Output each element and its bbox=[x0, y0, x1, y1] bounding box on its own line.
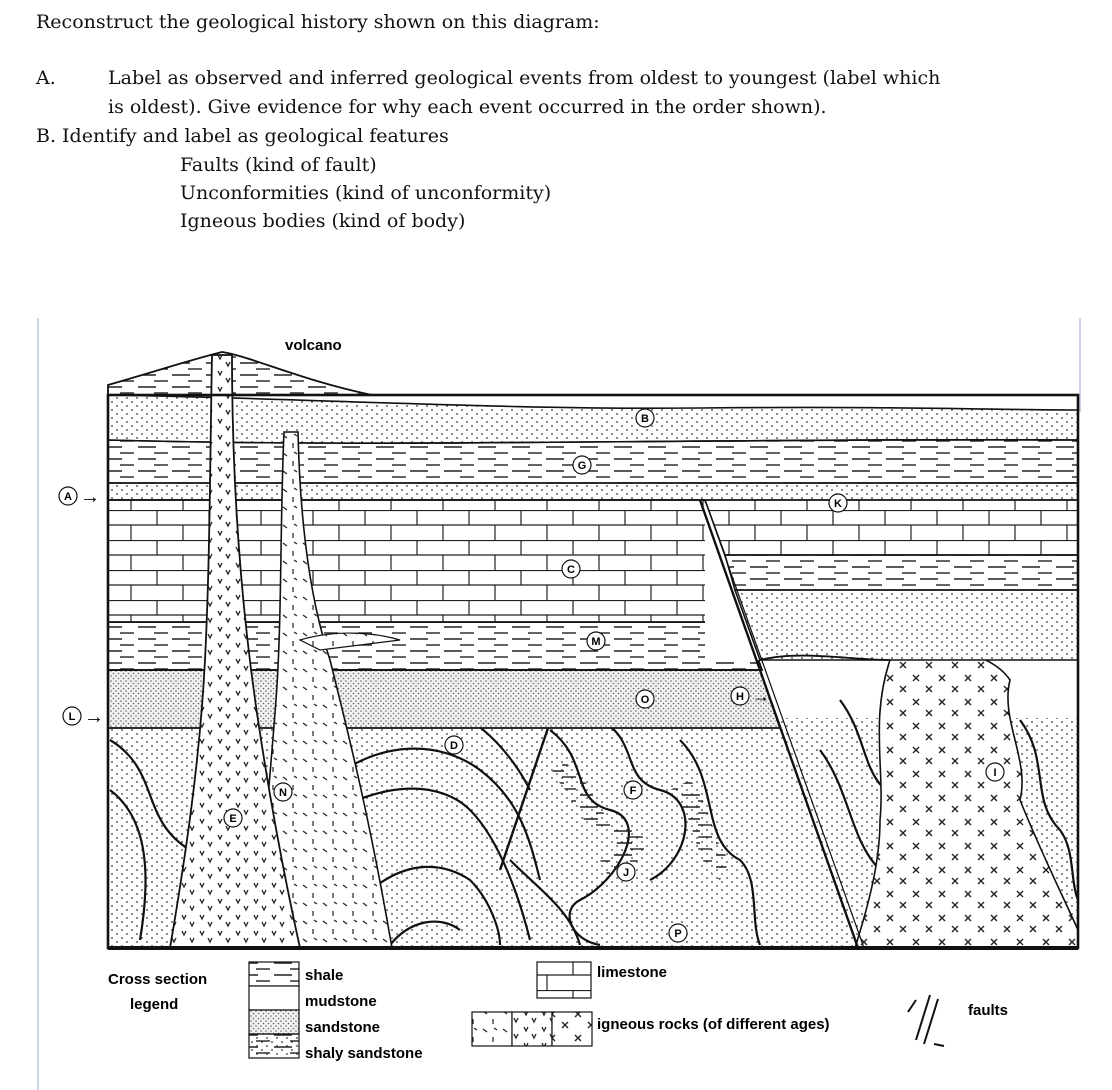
sandstone-layer-k bbox=[107, 482, 1079, 501]
label-g: G bbox=[578, 460, 587, 472]
part-a-line-2: is oldest). Give evidence for why each e… bbox=[108, 96, 827, 118]
label-p: P bbox=[674, 928, 681, 940]
label-c: C bbox=[567, 564, 575, 576]
legend-swatch-igneous-2 bbox=[511, 1011, 553, 1047]
item-unconformities: Unconformities (kind of unconformity) bbox=[180, 182, 552, 204]
l-arrow: → bbox=[84, 706, 104, 728]
legend-shale: shale bbox=[305, 967, 343, 984]
legend-mudstone: mudstone bbox=[305, 993, 377, 1010]
legend-faults: faults bbox=[968, 1002, 1008, 1019]
item-faults: Faults (kind of fault) bbox=[180, 154, 377, 176]
shale-layer-g bbox=[107, 438, 1079, 484]
label-o: O bbox=[641, 694, 650, 706]
legend-swatch-shale bbox=[248, 961, 300, 987]
volcano-cone bbox=[107, 351, 373, 396]
limestone-layer-c bbox=[107, 499, 747, 623]
legend-shaly-sandstone: shaly sandstone bbox=[305, 1045, 423, 1062]
label-m: M bbox=[591, 636, 600, 648]
label-e: E bbox=[229, 813, 236, 825]
fault-symbol-icon bbox=[907, 994, 945, 1047]
label-f: F bbox=[630, 785, 637, 797]
label-d: D bbox=[450, 740, 458, 752]
letter-labels: B G K C M O H D N E F J I P bbox=[223, 408, 1005, 943]
side-label-a: A bbox=[64, 491, 72, 503]
part-a-line-1: Label as observed and inferred geologica… bbox=[108, 67, 941, 89]
part-b-text: B. Identify and label as geological feat… bbox=[36, 125, 449, 147]
h-arrow: → bbox=[752, 686, 770, 706]
label-n: N bbox=[279, 787, 287, 799]
fault-h bbox=[698, 499, 860, 949]
label-h: H bbox=[736, 691, 744, 703]
legend-swatch-sandstone bbox=[248, 1009, 300, 1035]
legend-limestone: limestone bbox=[597, 964, 667, 981]
legend-igneous: igneous rocks (of different ages) bbox=[597, 1016, 830, 1033]
part-a-marker: A. bbox=[36, 67, 56, 89]
fault-d bbox=[498, 727, 550, 871]
a-arrow: → bbox=[80, 486, 100, 508]
legend-swatch-igneous-1 bbox=[471, 1011, 513, 1047]
question-heading: Reconstruct the geological history shown… bbox=[36, 11, 600, 33]
legend-title-1: Cross section bbox=[108, 971, 207, 988]
label-k: K bbox=[834, 498, 842, 510]
label-b: B bbox=[641, 413, 649, 425]
legend-title-2: legend bbox=[130, 996, 178, 1013]
legend-sandstone: sandstone bbox=[305, 1019, 380, 1036]
side-label-l: L bbox=[69, 711, 76, 723]
label-i: I bbox=[993, 767, 996, 779]
legend-swatch-limestone bbox=[536, 961, 592, 999]
volcano-label: volcano bbox=[285, 337, 342, 354]
sandstone-layer-b bbox=[107, 394, 1079, 444]
legend-swatch-igneous-3 bbox=[551, 1011, 593, 1047]
legend: Cross section legend shale mudstone sand… bbox=[108, 961, 1008, 1062]
label-j: J bbox=[623, 867, 629, 879]
legend-swatch-mudstone bbox=[248, 985, 300, 1011]
igneous-body-i bbox=[853, 648, 1079, 949]
item-igneous-bodies: Igneous bodies (kind of body) bbox=[180, 210, 466, 232]
